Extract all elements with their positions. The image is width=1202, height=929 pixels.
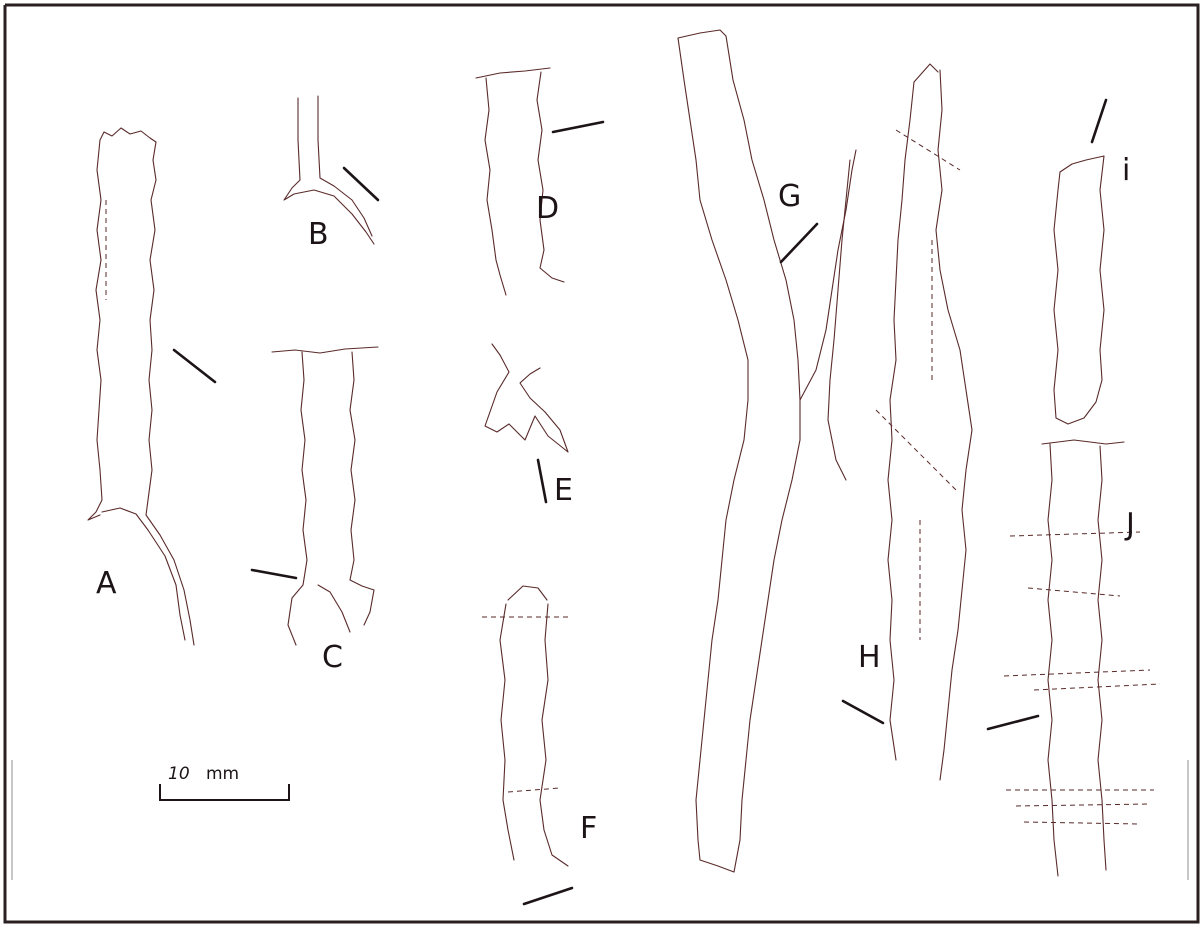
specimen-c-label: C bbox=[322, 640, 343, 675]
specimen-f-pointer bbox=[524, 888, 572, 904]
specimen-i-pointer bbox=[1092, 100, 1106, 142]
specimen-g-pointer bbox=[781, 224, 817, 262]
specimen-b-pointer bbox=[344, 168, 378, 200]
specimen-h-drawing bbox=[876, 64, 972, 780]
specimen-j-label: J bbox=[1124, 507, 1135, 542]
specimen-a-label: A bbox=[96, 566, 117, 601]
specimen-d-pointer bbox=[553, 122, 603, 132]
specimen-e-label: E bbox=[554, 473, 573, 508]
scale-bar bbox=[160, 784, 289, 800]
plate-border bbox=[5, 5, 1198, 922]
specimen-a-pointer bbox=[174, 350, 215, 382]
specimen-f-drawing bbox=[482, 586, 568, 866]
specimen-g-label: G bbox=[778, 179, 801, 214]
specimen-i-label: i bbox=[1122, 153, 1130, 188]
specimen-e-drawing bbox=[485, 344, 568, 452]
specimen-h-label: H bbox=[858, 640, 881, 675]
specimen-d-label: D bbox=[536, 191, 559, 226]
specimen-c-pointer bbox=[252, 570, 296, 578]
specimen-c-drawing bbox=[272, 347, 378, 645]
specimen-j-pointer bbox=[988, 716, 1038, 729]
specimen-b-drawing bbox=[284, 96, 374, 244]
specimen-i-drawing bbox=[1054, 156, 1104, 424]
scale-bar-value: 10 bbox=[168, 764, 190, 784]
specimen-b-label: B bbox=[308, 217, 329, 252]
specimen-d-drawing bbox=[476, 68, 564, 295]
specimen-j-drawing bbox=[1004, 440, 1160, 876]
scale-bar-unit: mm bbox=[206, 764, 239, 784]
specimen-f-label: F bbox=[580, 811, 597, 846]
specimen-g-drawing bbox=[678, 30, 856, 872]
specimen-h-pointer bbox=[843, 701, 883, 723]
specimen-e-pointer bbox=[538, 460, 546, 502]
